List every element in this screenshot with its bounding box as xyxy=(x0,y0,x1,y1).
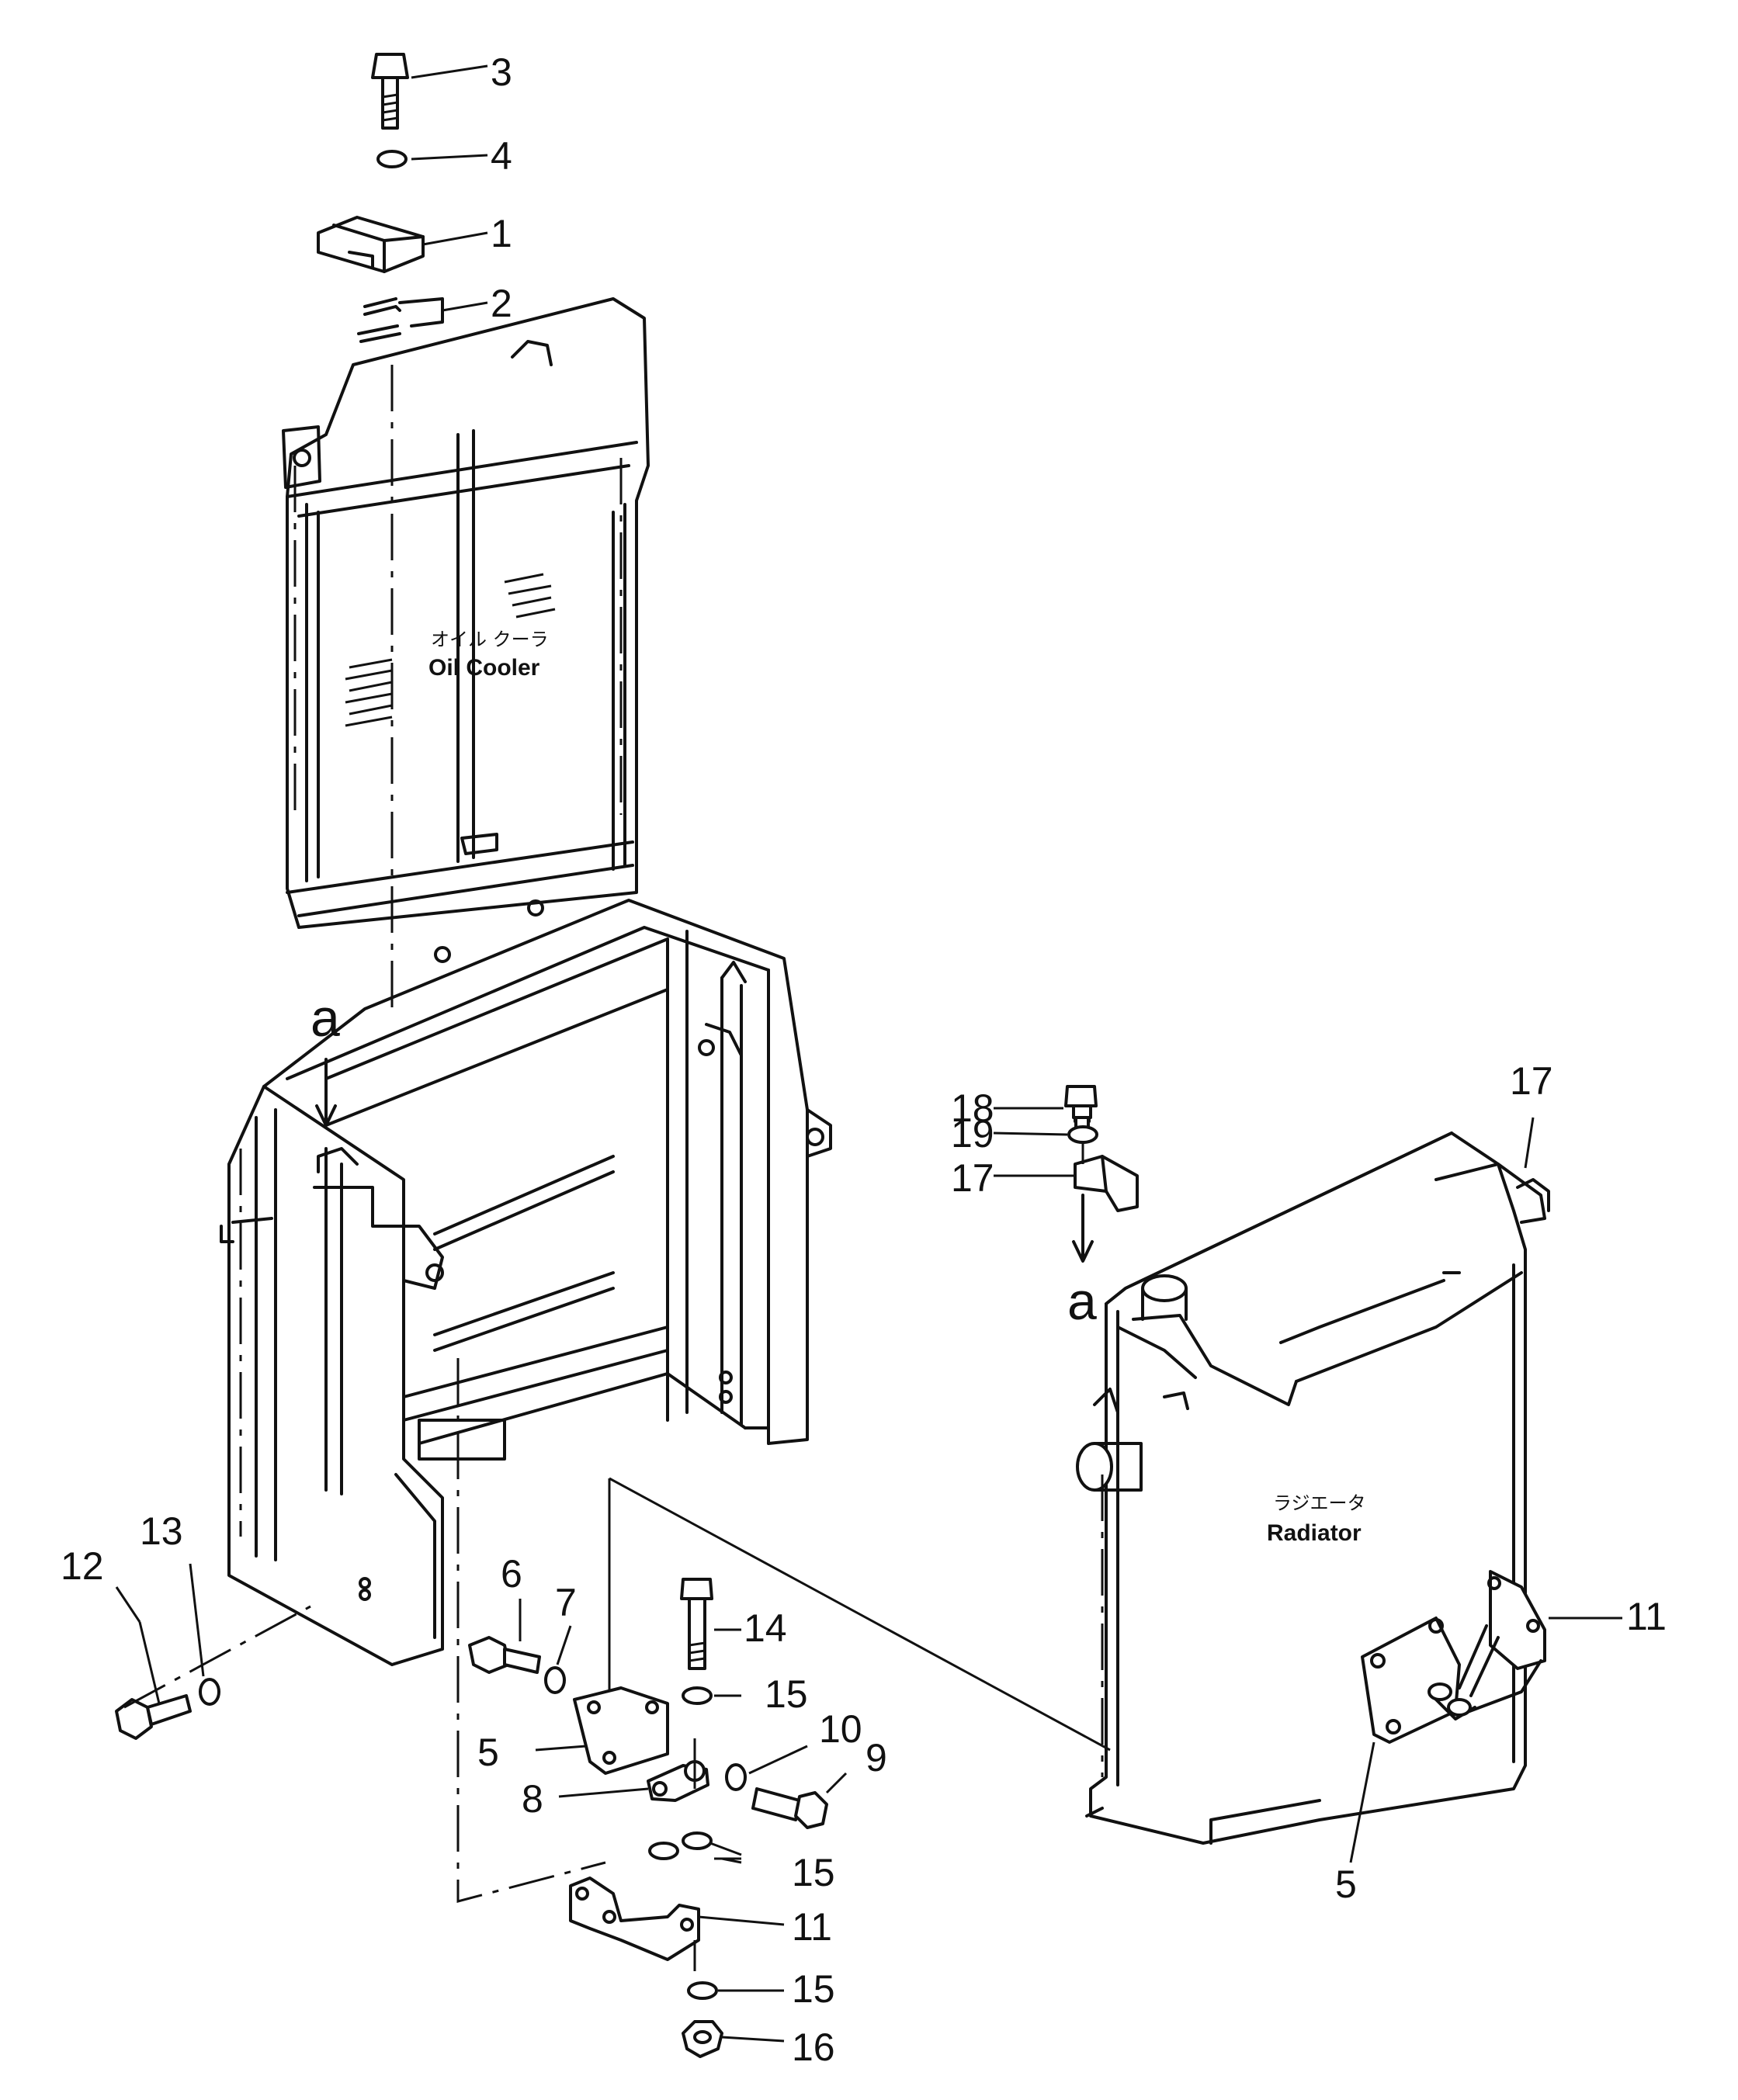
oil-cooler-label-en: Oil Cooler xyxy=(428,655,540,681)
bolt-18-shank xyxy=(1072,1104,1092,1119)
callout-11-right: 11 xyxy=(1626,1595,1667,1638)
callout-7: 7 xyxy=(555,1581,577,1624)
callout-5-right: 5 xyxy=(1335,1863,1357,1906)
view-arrow-left xyxy=(315,1058,337,1127)
radiator-label-jp: ラジエータ xyxy=(1273,1492,1366,1514)
callout-14: 14 xyxy=(744,1606,787,1650)
centerline-bolts xyxy=(693,1141,1084,1971)
callout-6: 6 xyxy=(501,1552,522,1596)
washer-15-mid-a xyxy=(648,1842,679,1860)
callout-15-bottom: 15 xyxy=(792,1967,835,2011)
callout-18: 18 xyxy=(951,1086,994,1130)
cushion-1 xyxy=(317,216,425,273)
washer-15-top xyxy=(682,1686,713,1705)
callout-15-top: 15 xyxy=(765,1672,808,1716)
callout-19: 19 xyxy=(951,1112,994,1156)
centerline-radiator-link xyxy=(608,1477,1111,1752)
callout-17-left: 17 xyxy=(951,1156,994,1200)
shroud-frame xyxy=(220,899,832,1666)
callout-13: 13 xyxy=(140,1509,183,1553)
clamp-8 xyxy=(647,1760,709,1802)
radiator xyxy=(1076,1131,1550,1845)
callout-9: 9 xyxy=(866,1736,887,1779)
callout-3: 3 xyxy=(491,50,512,94)
callout-16: 16 xyxy=(792,2025,835,2069)
washer-15-bottom xyxy=(687,1981,718,2000)
washer-13 xyxy=(199,1678,220,1706)
bracket-11 xyxy=(569,1876,700,1961)
bolt-3 xyxy=(371,53,409,130)
leader-lines xyxy=(115,64,1622,2043)
washer-15-mid-b xyxy=(682,1831,713,1850)
callout-2: 2 xyxy=(491,282,512,325)
callout-12: 12 xyxy=(61,1544,104,1588)
bracket-5 xyxy=(573,1686,669,1775)
callout-4: 4 xyxy=(491,134,512,178)
bolt-14 xyxy=(680,1578,713,1670)
centerline-frame-lower xyxy=(456,1358,606,1903)
washer-10 xyxy=(725,1763,747,1791)
washer-4 xyxy=(376,150,408,168)
washer-7 xyxy=(544,1666,566,1694)
oil-cooler-label-jp: オイル クーラ xyxy=(431,629,549,650)
cushion-17 xyxy=(1074,1155,1139,1212)
bolt-9 xyxy=(751,1787,828,1829)
oil-cooler xyxy=(282,297,650,929)
view-marker-right: a xyxy=(1067,1272,1097,1331)
shim-2 xyxy=(357,297,444,343)
view-marker-left: a xyxy=(310,989,340,1048)
radiator-label-en: Radiator xyxy=(1267,1520,1362,1546)
nut-16 xyxy=(682,2020,723,2058)
callout-11-left: 11 xyxy=(792,1905,832,1949)
washer-19 xyxy=(1067,1125,1098,1144)
callout-1: 1 xyxy=(491,212,512,255)
callout-10: 10 xyxy=(819,1707,862,1751)
callout-5-left: 5 xyxy=(477,1731,499,1774)
view-arrow-right xyxy=(1072,1194,1094,1263)
radiator-bracket-assembly xyxy=(1361,1570,1546,1744)
callout-8: 8 xyxy=(522,1777,543,1821)
bolt-12 xyxy=(115,1694,192,1740)
callout-17-right: 17 xyxy=(1510,1059,1553,1103)
callout-15-mid: 15 xyxy=(792,1851,835,1894)
bolt-6 xyxy=(468,1636,541,1674)
